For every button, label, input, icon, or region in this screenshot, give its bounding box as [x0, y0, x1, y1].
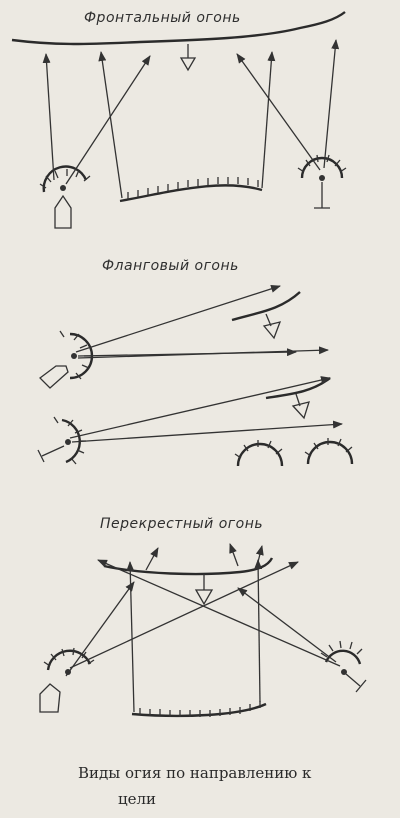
frontal-trench: [119, 184, 263, 203]
flank-upper-gun-icon: [39, 365, 69, 389]
frontal-left-gun-icon: [54, 194, 72, 229]
caption-line-1: Виды огия по направлению к: [78, 764, 312, 782]
frontal-advance-arrow: [179, 44, 197, 72]
frontal-trench-ticks: [127, 177, 259, 199]
cross-fire-title: Перекрестный огонь: [100, 516, 264, 532]
frontal-fire-lines: [42, 39, 340, 199]
frontal-section: [11, 11, 347, 229]
cross-right-mg-icon: [345, 673, 367, 693]
caption-line-2: цели: [118, 790, 157, 808]
flank-enemy-emplacement-1: [236, 442, 284, 467]
cross-target-line: [103, 557, 274, 576]
flanking-fire-title: Фланговый огонь: [102, 258, 239, 274]
flank-fire-lines: [69, 284, 343, 443]
cross-right-emplacement: [324, 649, 362, 665]
cross-advance-arrow: [194, 574, 214, 606]
cross-fire-lines: [65, 543, 341, 713]
flank-enemy-emplacement-2: [306, 440, 354, 465]
frontal-target-line: [11, 11, 346, 46]
flank-target-2: [265, 377, 331, 400]
frontal-right-emplacement: [300, 156, 344, 179]
flank-advance-arrow-2: [291, 393, 310, 420]
flank-advance-arrow-1: [262, 313, 282, 340]
flank-lower-mg-icon: [37, 445, 65, 463]
frontal-right-mg-icon: [314, 182, 330, 209]
flank-target-1: [231, 291, 301, 322]
cross-section: [39, 543, 367, 718]
frontal-fire-title: Фронтальный огонь: [84, 10, 241, 26]
caption: Виды огия по направлению к цели: [78, 760, 398, 812]
cross-trench-ticks: [139, 701, 261, 717]
cross-left-emplacement: [46, 649, 92, 671]
flank-lower-emplacement: [61, 418, 81, 464]
cross-left-gun-icon: [39, 683, 61, 713]
flanking-section: [37, 284, 354, 467]
cross-trench: [131, 702, 267, 718]
frontal-left-emplacement: [42, 165, 88, 193]
